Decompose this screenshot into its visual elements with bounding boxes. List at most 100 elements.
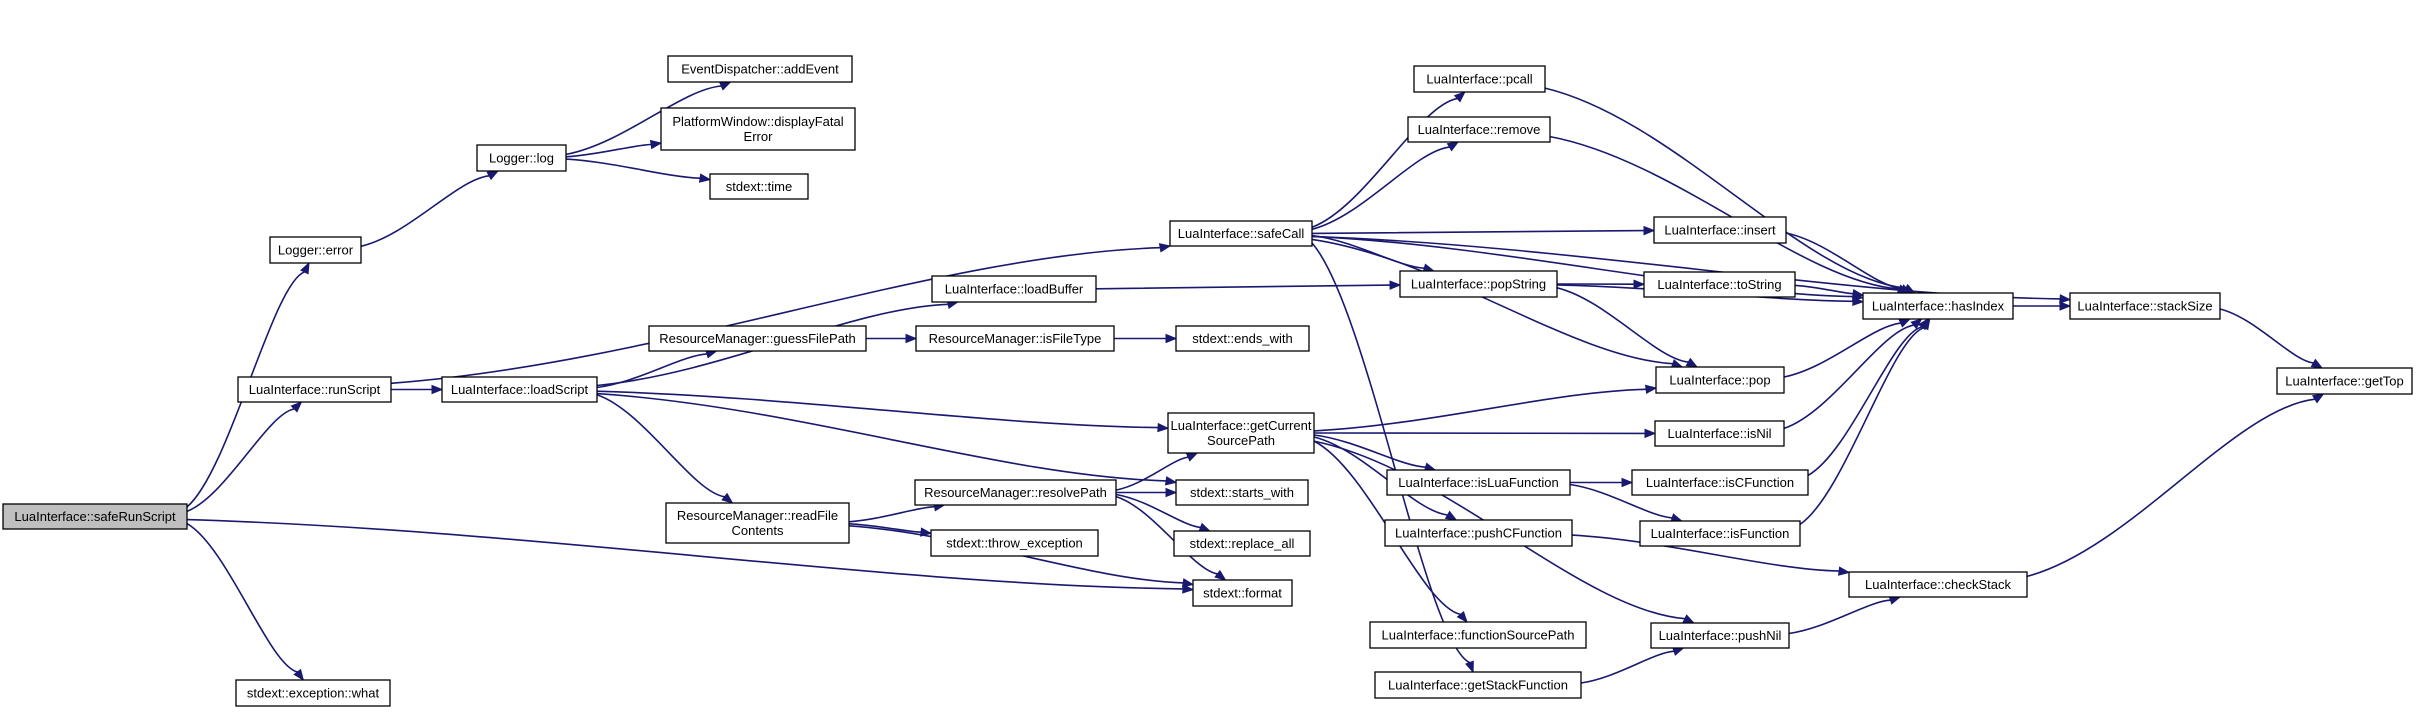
edge-get-current-source-path-to-is-nil	[1313, 428, 1657, 439]
edge-line	[1115, 495, 1218, 575]
edge-line	[1556, 287, 1689, 363]
node-insert[interactable]: LuaInterface::insert	[1653, 216, 1787, 244]
edge-push-cfunction-to-check-stack	[1571, 534, 1851, 576]
node-throw-exception[interactable]: stdext::throw_exception	[930, 529, 1099, 557]
arrowhead	[718, 81, 732, 91]
edge-has-index-to-stack-size	[2013, 301, 2072, 311]
node-label: LuaInterface::isCFunction	[1646, 475, 1794, 490]
node-what[interactable]: stdext::exception::what	[235, 679, 391, 707]
arrowhead	[1158, 243, 1172, 253]
arrowhead	[1446, 141, 1460, 152]
edge-stack-size-to-get-top	[2219, 308, 2324, 369]
node-stack-size[interactable]: LuaInterface::stackSize	[2069, 292, 2221, 320]
node-label: SourcePath	[1207, 433, 1275, 448]
function-nodes: LuaInterface::safeRunScript Logger::error…	[2, 55, 2413, 707]
edge-safe-call-to-insert	[1311, 225, 1656, 236]
node-is-cfunction[interactable]: LuaInterface::isCFunction	[1631, 469, 1809, 496]
node-has-index[interactable]: LuaInterface::hasIndex	[1862, 292, 2014, 320]
edge-line	[1807, 326, 1923, 477]
edge-line	[1571, 534, 1840, 572]
arrowhead	[1157, 422, 1170, 433]
arrowhead	[1165, 487, 1178, 498]
node-box	[665, 502, 850, 544]
node-get-top[interactable]: LuaInterface::getTop	[2276, 367, 2413, 395]
node-box	[1169, 220, 1313, 247]
node-label: LuaInterface::getCurrent	[1171, 418, 1312, 433]
arrowhead	[1181, 578, 1195, 588]
arrowhead	[1444, 510, 1458, 521]
node-box	[1175, 479, 1309, 506]
node-label: LuaInterface::popString	[1411, 277, 1546, 292]
node-label: ResourceManager::readFile	[677, 508, 838, 523]
node-log[interactable]: Logger::log	[476, 144, 567, 172]
node-safe-run-script[interactable]: LuaInterface::safeRunScript	[2, 503, 188, 530]
node-format[interactable]: stdext::format	[1192, 579, 1293, 607]
node-function-source-path[interactable]: LuaInterface::functionSourcePath	[1369, 621, 1587, 649]
node-pop-string[interactable]: LuaInterface::popString	[1399, 270, 1558, 298]
edge-line	[1311, 146, 1450, 231]
arrowhead	[2059, 301, 2072, 311]
arrowhead	[1164, 476, 1178, 486]
node-box	[1650, 622, 1790, 649]
edge-line	[1115, 493, 1201, 529]
node-label: LuaInterface::runScript	[249, 382, 381, 397]
edge-line	[1313, 388, 1647, 432]
node-label: LuaInterface::safeRunScript	[14, 509, 176, 524]
node-pcall[interactable]: LuaInterface::pcall	[1413, 65, 1546, 93]
node-box	[2069, 292, 2221, 320]
node-label: stdext::exception::what	[247, 686, 380, 701]
edge-line	[565, 158, 701, 179]
node-safe-call[interactable]: LuaInterface::safeCall	[1169, 220, 1313, 247]
arrowhead	[1182, 584, 1195, 594]
node-ends-with[interactable]: stdext::ends_with	[1175, 325, 1310, 352]
node-label: LuaInterface::getStackFunction	[1388, 678, 1568, 693]
edge-is-lua-function-to-is-cfunction	[1570, 477, 1634, 488]
edge-safe-call-to-pcall	[1311, 91, 1466, 229]
node-label: stdext::throw_exception	[946, 536, 1083, 551]
node-box	[1413, 65, 1546, 93]
node-to-string[interactable]: LuaInterface::toString	[1643, 271, 1796, 298]
node-resolve-path[interactable]: ResourceManager::resolvePath	[914, 479, 1117, 506]
node-replace-all[interactable]: stdext::replace_all	[1173, 530, 1311, 557]
node-push-nil[interactable]: LuaInterface::pushNil	[1650, 622, 1790, 649]
arrowhead	[1644, 428, 1657, 439]
node-is-lua-function[interactable]: LuaInterface::isLuaFunction	[1386, 469, 1571, 496]
node-error[interactable]: Logger::error	[269, 236, 362, 264]
node-load-script[interactable]: LuaInterface::loadScript	[441, 376, 598, 403]
node-get-stack-function[interactable]: LuaInterface::getStackFunction	[1374, 671, 1582, 699]
node-run-script[interactable]: LuaInterface::runScript	[237, 376, 392, 403]
node-load-buffer[interactable]: LuaInterface::loadBuffer	[931, 275, 1097, 303]
node-remove[interactable]: LuaInterface::remove	[1407, 116, 1551, 143]
node-pop[interactable]: LuaInterface::pop	[1655, 366, 1785, 394]
arrowhead	[1389, 280, 1402, 290]
edge-line	[1785, 232, 1902, 290]
node-box	[1167, 412, 1315, 454]
node-push-cfunction[interactable]: LuaInterface::pushCFunction	[1384, 519, 1573, 547]
edge-line	[390, 246, 1161, 385]
node-add-event[interactable]: EventDispatcher::addEvent	[667, 55, 853, 83]
node-is-nil[interactable]: LuaInterface::isNil	[1654, 420, 1785, 447]
node-time[interactable]: stdext::time	[709, 173, 809, 200]
node-label: LuaInterface::hasIndex	[1872, 299, 2005, 314]
edge-line	[1095, 284, 1391, 290]
node-is-file-type[interactable]: ResourceManager::isFileType	[915, 325, 1115, 352]
edge-run-script-to-safe-call	[390, 243, 1172, 385]
edge-to-string-to-has-index	[1794, 284, 1865, 299]
node-box	[269, 236, 362, 264]
node-is-function[interactable]: LuaInterface::isFunction	[1639, 520, 1801, 547]
node-box	[1631, 469, 1809, 496]
arrowhead	[649, 139, 663, 150]
edge-log-to-add-event	[565, 81, 732, 156]
edge-line	[848, 523, 922, 533]
edge-line	[596, 390, 1159, 429]
node-box	[1374, 671, 1582, 699]
edge-pop-string-to-pop	[1556, 287, 1699, 368]
node-check-stack[interactable]: LuaInterface::checkStack	[1848, 571, 2028, 598]
node-starts-with[interactable]: stdext::starts_with	[1175, 479, 1309, 506]
node-box	[2, 503, 188, 530]
node-guess-file-path[interactable]: ResourceManager::guessFilePath	[648, 325, 867, 352]
